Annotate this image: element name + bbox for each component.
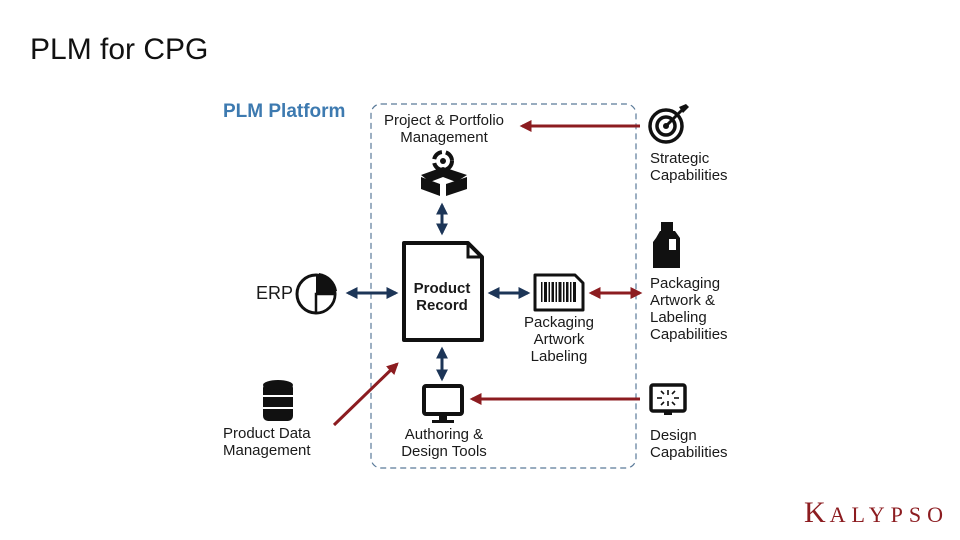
packaging-capabilities-label: Packaging Artwork & Labeling Capabilitie…	[650, 275, 728, 343]
packaging-capabilities-line2: Artwork &	[650, 292, 716, 309]
project-portfolio-line2: Management	[400, 129, 488, 146]
packaging-labeling-label: Packaging Artwork Labeling	[516, 314, 602, 365]
monitor-icon	[422, 384, 464, 423]
kalypso-logo: KALYPSO	[804, 496, 949, 530]
design-capabilities-label: Design Capabilities	[650, 427, 728, 461]
packaging-labeling-line1: Packaging	[523, 314, 595, 331]
product-record-line2: Record	[416, 297, 468, 314]
erp-label: ERP	[256, 283, 294, 303]
document-icon	[402, 241, 484, 342]
packaging-capabilities-line1: Packaging	[650, 275, 721, 292]
product-data-mgmt-line1: Product Data	[223, 425, 311, 442]
database-icon	[263, 380, 293, 421]
slide-title: PLM for CPG	[30, 33, 209, 66]
packaging-labeling-line2: Artwork	[533, 331, 585, 348]
project-portfolio-line1: Project & Portfolio	[383, 112, 505, 129]
bottle-icon	[653, 222, 680, 268]
product-record-line1: Product	[413, 280, 471, 297]
boxes-cycle-icon	[421, 150, 467, 196]
pie-chart-icon	[295, 273, 337, 315]
strategic-capabilities-label: Strategic Capabilities	[650, 150, 728, 184]
logo-rest: ALYPSO	[829, 502, 950, 527]
platform-boundary	[370, 103, 637, 469]
project-portfolio-label: Project & Portfolio Management	[380, 112, 508, 146]
arrow-pdm-record	[332, 362, 399, 427]
authoring-tools-line2: Design Tools	[401, 443, 487, 460]
platform-label: PLM Platform	[223, 101, 346, 122]
packaging-capabilities-line3: Labeling	[650, 309, 707, 326]
product-record-label: Product Record	[404, 280, 480, 314]
barcode-label-icon	[533, 273, 585, 312]
design-capabilities-line2: Capabilities	[650, 444, 728, 461]
packaging-labeling-line3: Labeling	[530, 348, 588, 365]
design-screen-icon	[649, 383, 687, 415]
design-capabilities-line1: Design	[650, 427, 697, 444]
strategic-line1: Strategic	[650, 150, 710, 167]
packaging-capabilities-line4: Capabilities	[650, 326, 728, 343]
product-data-mgmt-line2: Management	[223, 442, 311, 459]
strategic-line2: Capabilities	[650, 167, 728, 184]
logo-initial: K	[804, 496, 830, 529]
target-icon	[648, 104, 689, 144]
authoring-tools-label: Authoring & Design Tools	[392, 426, 496, 460]
authoring-tools-line1: Authoring &	[404, 426, 484, 443]
product-data-mgmt-label: Product Data Management	[223, 425, 311, 459]
